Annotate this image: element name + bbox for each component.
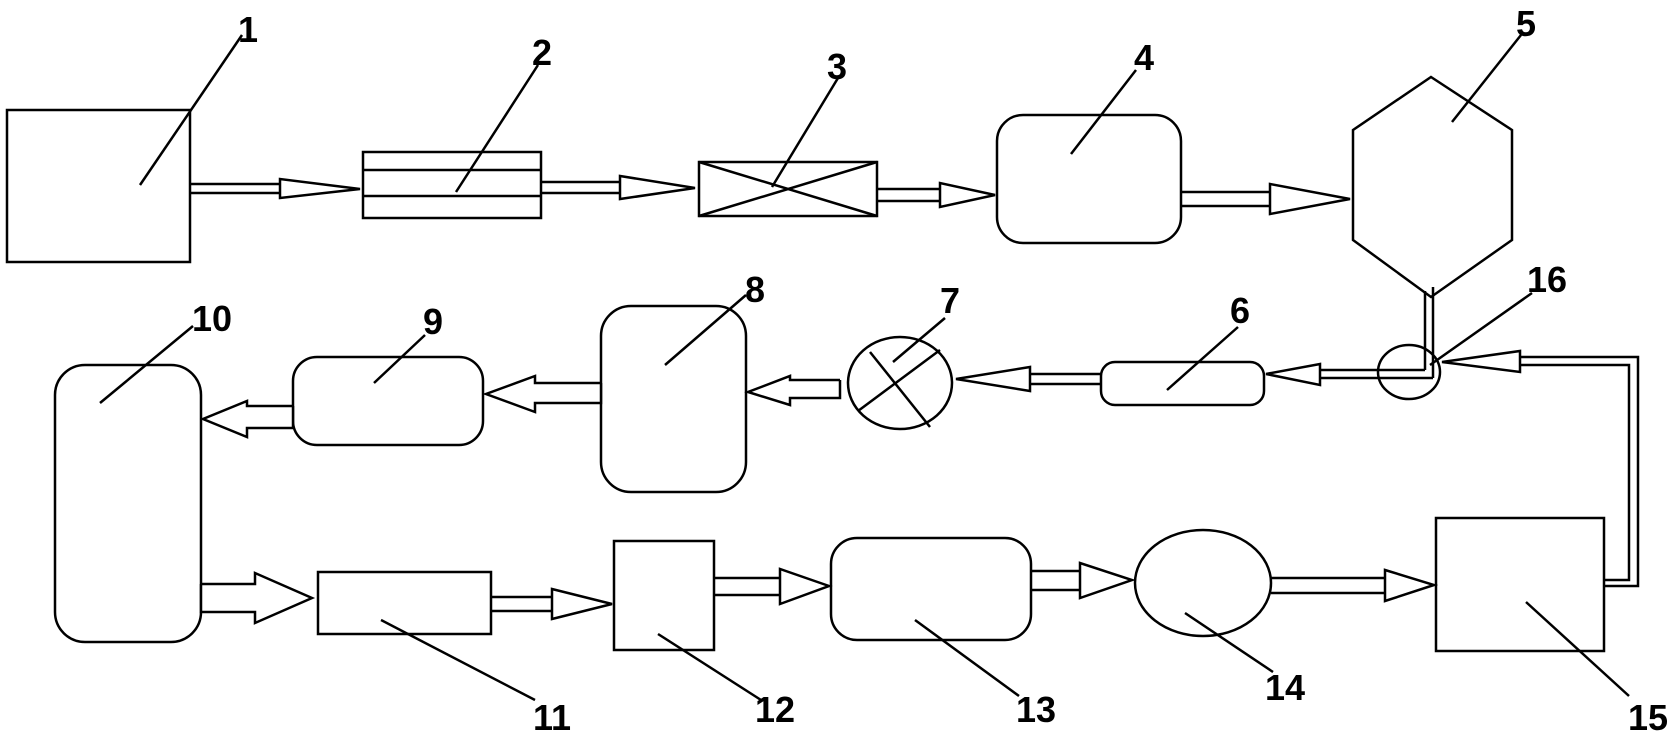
arrow-1-to-2 bbox=[190, 177, 361, 200]
component-11 bbox=[316, 570, 493, 636]
arrow-12-to-13 bbox=[714, 567, 833, 606]
leader-8 bbox=[664, 294, 747, 366]
label-9: 9 bbox=[423, 301, 443, 342]
arrow-7-to-8 bbox=[744, 374, 842, 407]
leader-12 bbox=[657, 632, 762, 702]
return-pipe-15-to-16 bbox=[1441, 349, 1640, 588]
label-15: 15 bbox=[1628, 697, 1668, 737]
component-9 bbox=[291, 355, 485, 447]
arrow-6-to-7 bbox=[955, 365, 1101, 393]
leader-4 bbox=[1070, 69, 1137, 155]
arrow-4-to-5 bbox=[1181, 182, 1351, 216]
leader-lines bbox=[99, 34, 1630, 702]
component-8 bbox=[599, 304, 748, 494]
leader-9 bbox=[373, 334, 426, 384]
label-14: 14 bbox=[1265, 667, 1305, 708]
leader-10 bbox=[99, 325, 194, 404]
label-13: 13 bbox=[1016, 689, 1056, 730]
component-2 bbox=[361, 150, 543, 220]
leader-11 bbox=[380, 618, 536, 702]
component-4 bbox=[995, 113, 1183, 245]
leader-3 bbox=[770, 77, 840, 188]
component-10 bbox=[53, 363, 203, 644]
component-12 bbox=[612, 539, 716, 652]
leader-2 bbox=[454, 64, 540, 193]
component-7 bbox=[846, 335, 954, 431]
component-5 bbox=[1351, 75, 1514, 299]
leader-14 bbox=[1184, 611, 1274, 674]
label-5: 5 bbox=[1516, 3, 1536, 44]
arrow-3-to-4 bbox=[877, 181, 996, 209]
component-6 bbox=[1099, 360, 1266, 407]
flow-arrows bbox=[190, 174, 1640, 625]
component-3 bbox=[697, 160, 879, 218]
arrow-16-to-6 bbox=[1265, 362, 1433, 387]
leader-7 bbox=[892, 317, 946, 363]
arrow-8-to-9 bbox=[482, 374, 603, 414]
component-1 bbox=[5, 108, 192, 264]
component-15 bbox=[1434, 516, 1606, 653]
leader-5 bbox=[1451, 34, 1522, 123]
arrow-14-to-15 bbox=[1271, 568, 1439, 603]
label-10: 10 bbox=[192, 298, 232, 339]
label-2: 2 bbox=[532, 32, 552, 73]
label-7: 7 bbox=[940, 280, 960, 321]
leader-16 bbox=[1429, 291, 1533, 367]
arrow-9-to-10 bbox=[199, 399, 295, 439]
label-4: 4 bbox=[1134, 37, 1154, 78]
component-13 bbox=[829, 536, 1033, 642]
label-1: 1 bbox=[238, 9, 258, 50]
component-14 bbox=[1133, 528, 1273, 638]
leader-6 bbox=[1166, 326, 1239, 391]
component-16 bbox=[1376, 343, 1442, 401]
arrow-2-to-3 bbox=[541, 174, 696, 201]
arrow-11-to-12 bbox=[491, 587, 613, 621]
arrow-13-to-14 bbox=[1031, 561, 1136, 600]
leader-15 bbox=[1525, 601, 1630, 697]
label-12: 12 bbox=[755, 689, 795, 730]
arrow-10-to-11 bbox=[199, 571, 316, 625]
label-6: 6 bbox=[1230, 290, 1250, 331]
label-3: 3 bbox=[827, 46, 847, 87]
number-labels: 1 2 3 4 5 6 7 8 9 10 11 12 13 14 15 16 bbox=[192, 3, 1668, 737]
leader-13 bbox=[914, 618, 1020, 698]
label-8: 8 bbox=[745, 269, 765, 310]
label-11: 11 bbox=[533, 697, 571, 737]
label-16: 16 bbox=[1527, 259, 1567, 300]
leader-1 bbox=[138, 34, 244, 186]
